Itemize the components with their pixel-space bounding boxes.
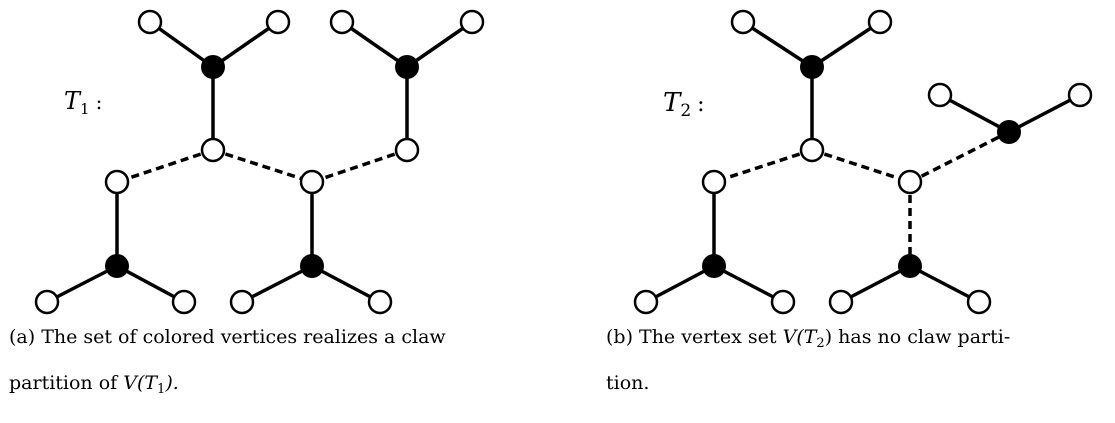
edge	[116, 264, 185, 304]
caption-a-line1: (a) The set of colored vertices realizes…	[9, 326, 446, 348]
open-vertex	[1067, 82, 1093, 108]
edge	[148, 20, 215, 69]
open-vertex	[730, 9, 756, 35]
open-vertex	[229, 289, 255, 315]
caption-a-text: partition of	[9, 372, 124, 394]
caption-b-text-end: ) has no claw parti-	[824, 326, 1011, 348]
caption-a-subscript: 1	[157, 382, 166, 397]
open-vertex	[459, 9, 485, 35]
edge	[840, 264, 911, 304]
caption-a-math-end: ).	[165, 372, 179, 394]
edge	[46, 264, 118, 304]
open-vertex	[329, 9, 355, 35]
open-vertex	[265, 9, 291, 35]
caption-b-subscript: 2	[816, 336, 825, 351]
open-vertex	[770, 289, 796, 315]
open-vertex	[299, 169, 325, 195]
tree-label-t2: T2:	[663, 88, 705, 121]
filled-vertex	[702, 254, 726, 278]
edge	[341, 20, 408, 69]
open-vertex	[966, 289, 992, 315]
caption-a-math: V(T	[123, 372, 158, 394]
edge	[406, 20, 473, 69]
dashed-edge	[311, 148, 408, 184]
tree-t2: T2:	[633, 9, 1093, 315]
edge	[742, 20, 813, 69]
open-vertex	[171, 289, 197, 315]
filled-vertex	[395, 55, 419, 79]
dashed-edge	[811, 148, 911, 184]
dashed-edge	[212, 148, 313, 184]
caption-b-text: (b) The vertex set	[606, 326, 783, 348]
caption-a-line2: partition of V(T1).	[9, 372, 179, 401]
open-vertex	[828, 289, 854, 315]
caption-b-line1: (b) The vertex set V(T2) has no claw par…	[606, 326, 1010, 355]
edge	[939, 93, 1010, 134]
filled-vertex	[898, 254, 922, 278]
filled-vertex	[300, 254, 324, 278]
caption-b-line2: tion.	[606, 372, 650, 394]
filled-vertex	[105, 254, 129, 278]
filled-vertex	[201, 55, 225, 79]
dashed-edge	[116, 148, 214, 184]
tree-label-t1: T1:	[64, 87, 102, 118]
edge	[1008, 93, 1081, 134]
open-vertex	[701, 169, 727, 195]
tree-t1: T1:	[34, 9, 485, 315]
edge	[311, 264, 381, 304]
open-vertex	[394, 137, 420, 163]
dashed-edge	[909, 130, 1010, 184]
edge	[241, 264, 313, 304]
open-vertex	[633, 289, 659, 315]
edge	[212, 20, 279, 69]
open-vertex	[200, 137, 226, 163]
dashed-edge	[713, 148, 813, 184]
filled-vertex	[997, 120, 1021, 144]
edge	[645, 264, 715, 304]
edge	[909, 264, 980, 304]
open-vertex	[367, 289, 393, 315]
open-vertex	[927, 82, 953, 108]
filled-vertex	[800, 55, 824, 79]
open-vertex	[867, 9, 893, 35]
open-vertex	[137, 9, 163, 35]
open-vertex	[799, 137, 825, 163]
edge	[811, 20, 881, 69]
open-vertex	[104, 169, 130, 195]
open-vertex	[897, 169, 923, 195]
caption-b-math: V(T	[782, 326, 817, 348]
edge	[713, 264, 784, 304]
open-vertex	[34, 289, 60, 315]
